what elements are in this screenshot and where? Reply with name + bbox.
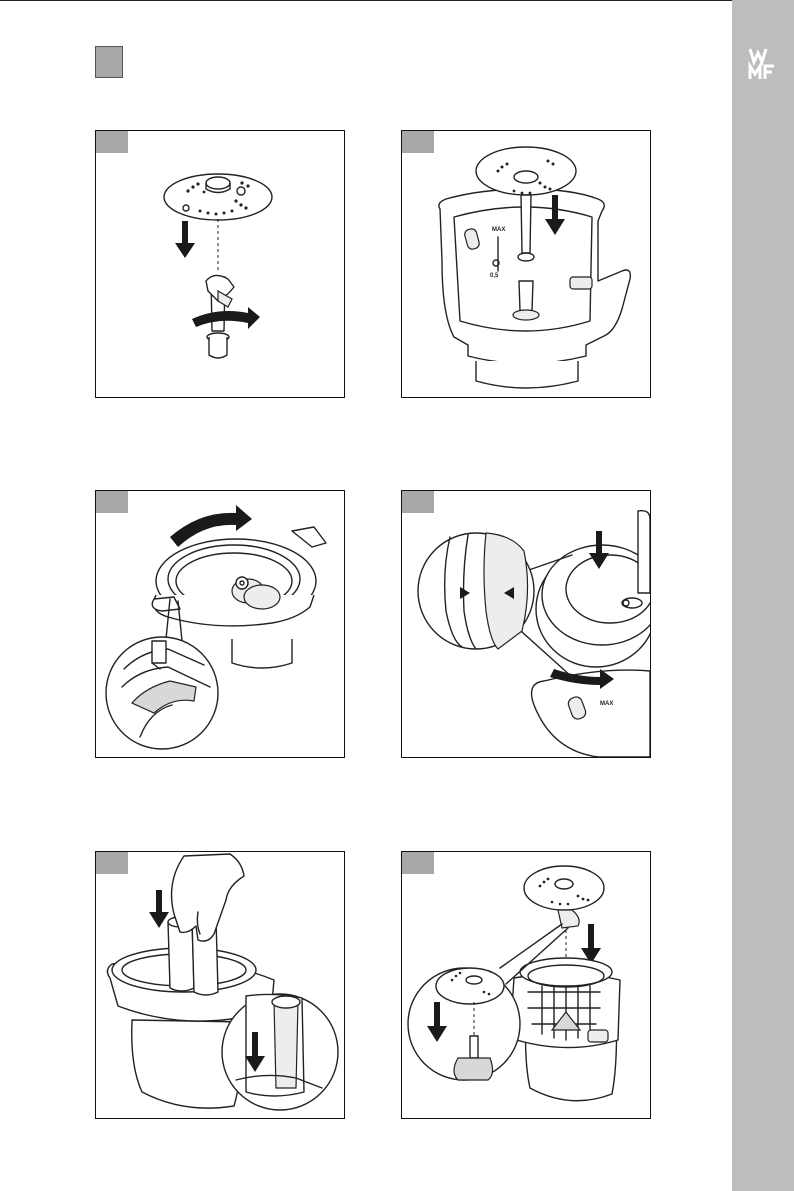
wmf-logo-icon bbox=[748, 46, 778, 82]
step-4-max-label: MAX bbox=[600, 701, 613, 707]
trim-line bbox=[0, 0, 735, 1]
step-5-illustration bbox=[96, 852, 344, 1118]
step-2-panel: MAX 0,5 bbox=[401, 130, 651, 398]
step-4-illustration: MAX bbox=[402, 491, 650, 757]
step-6-illustration bbox=[402, 852, 650, 1118]
step-5-panel bbox=[95, 851, 345, 1119]
page-sidebar bbox=[732, 0, 794, 1191]
section-marker bbox=[95, 46, 123, 78]
step-4-panel: MAX bbox=[401, 490, 651, 758]
step-1-panel bbox=[95, 130, 345, 398]
step-6-panel bbox=[401, 851, 651, 1119]
step-1-illustration bbox=[96, 131, 344, 397]
step-2-scale-label: 0,5 bbox=[490, 273, 499, 279]
step-3-illustration bbox=[96, 491, 344, 757]
step-2-illustration: MAX 0,5 bbox=[402, 131, 650, 397]
step-2-max-label: MAX bbox=[492, 227, 505, 233]
step-3-panel bbox=[95, 490, 345, 758]
